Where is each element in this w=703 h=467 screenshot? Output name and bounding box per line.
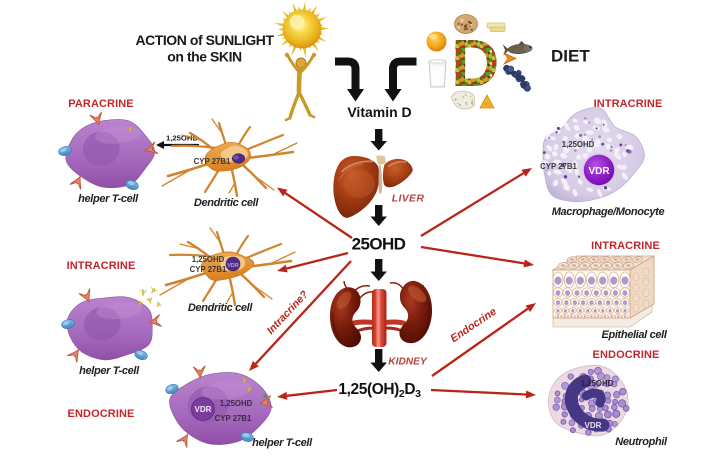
svg-text:helper T-cell: helper T-cell — [252, 437, 313, 449]
svg-text:LIVER: LIVER — [392, 193, 425, 205]
svg-text:ENDOCRINE: ENDOCRINE — [68, 408, 135, 420]
svg-text:PARACRINE: PARACRINE — [68, 98, 133, 110]
svg-text:1,25OHD: 1,25OHD — [562, 140, 595, 149]
svg-text:INTRACRINE: INTRACRINE — [67, 260, 136, 272]
svg-text:CYP 27B1: CYP 27B1 — [194, 157, 231, 166]
svg-text:VDR: VDR — [227, 263, 239, 269]
svg-text:helper T-cell: helper T-cell — [79, 365, 140, 377]
svg-text:helper T-cell: helper T-cell — [78, 193, 139, 205]
svg-text:CYP 27B1: CYP 27B1 — [540, 162, 577, 171]
svg-text:VDR: VDR — [585, 421, 602, 430]
svg-text:1,25(OH)2D3: 1,25(OH)2D3 — [338, 381, 421, 400]
svg-text:Epithelial cell: Epithelial cell — [601, 329, 667, 341]
svg-text:1,25OHD: 1,25OHD — [192, 255, 225, 264]
svg-text:D: D — [451, 26, 499, 101]
svg-text:1,25OHD: 1,25OHD — [166, 134, 198, 143]
svg-text:on the SKIN: on the SKIN — [167, 49, 242, 65]
svg-text:Dendritic cell: Dendritic cell — [194, 197, 259, 209]
svg-text:Neutrophil: Neutrophil — [615, 436, 668, 448]
svg-text:Macrophage/Monocyte: Macrophage/Monocyte — [552, 206, 665, 218]
svg-text:CYP 27B1: CYP 27B1 — [190, 265, 227, 274]
svg-text:VDR: VDR — [195, 405, 212, 414]
svg-text:VDR: VDR — [588, 166, 610, 177]
svg-text:KIDNEY: KIDNEY — [388, 357, 428, 368]
svg-text:INTRACRINE: INTRACRINE — [591, 240, 660, 252]
svg-text:25OHD: 25OHD — [352, 235, 406, 254]
svg-text:1,25OHD: 1,25OHD — [581, 379, 614, 388]
svg-text:ENDOCRINE: ENDOCRINE — [593, 349, 660, 361]
svg-text:1,25OHD: 1,25OHD — [220, 399, 253, 408]
svg-text:ACTION of SUNLIGHT: ACTION of SUNLIGHT — [135, 32, 274, 48]
svg-text:INTRACRINE: INTRACRINE — [594, 98, 663, 110]
svg-text:Vitamin D: Vitamin D — [347, 104, 411, 120]
svg-text:DIET: DIET — [551, 47, 590, 66]
svg-text:CYP 27B1: CYP 27B1 — [215, 414, 252, 423]
svg-text:Dendritic cell: Dendritic cell — [188, 302, 253, 314]
